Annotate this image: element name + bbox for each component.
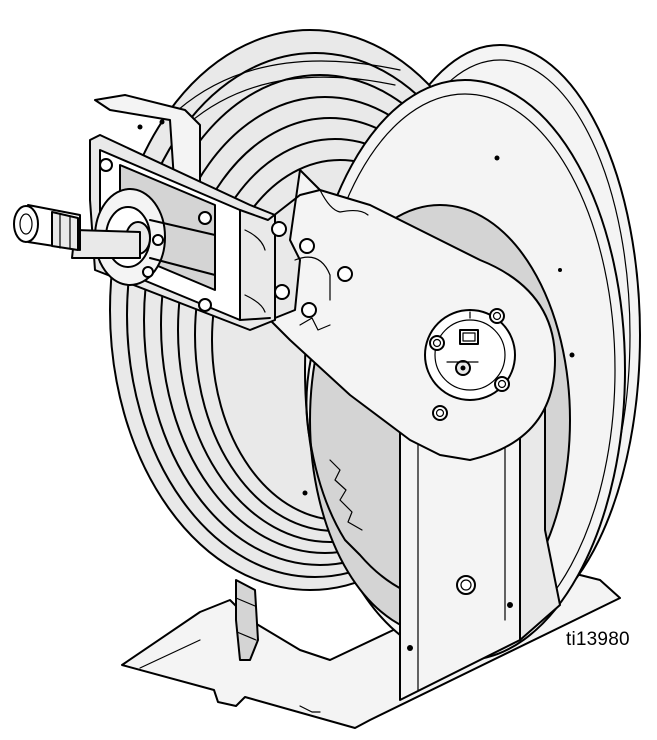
bracket-bolts (271, 221, 353, 318)
inlet-swivel-fitting (13, 188, 216, 286)
lower-support (235, 579, 259, 661)
hub-bolts (429, 308, 510, 421)
swivel-hub (424, 309, 516, 401)
figure-reference-id: ti13980 (566, 629, 630, 650)
support-stand (399, 379, 561, 701)
